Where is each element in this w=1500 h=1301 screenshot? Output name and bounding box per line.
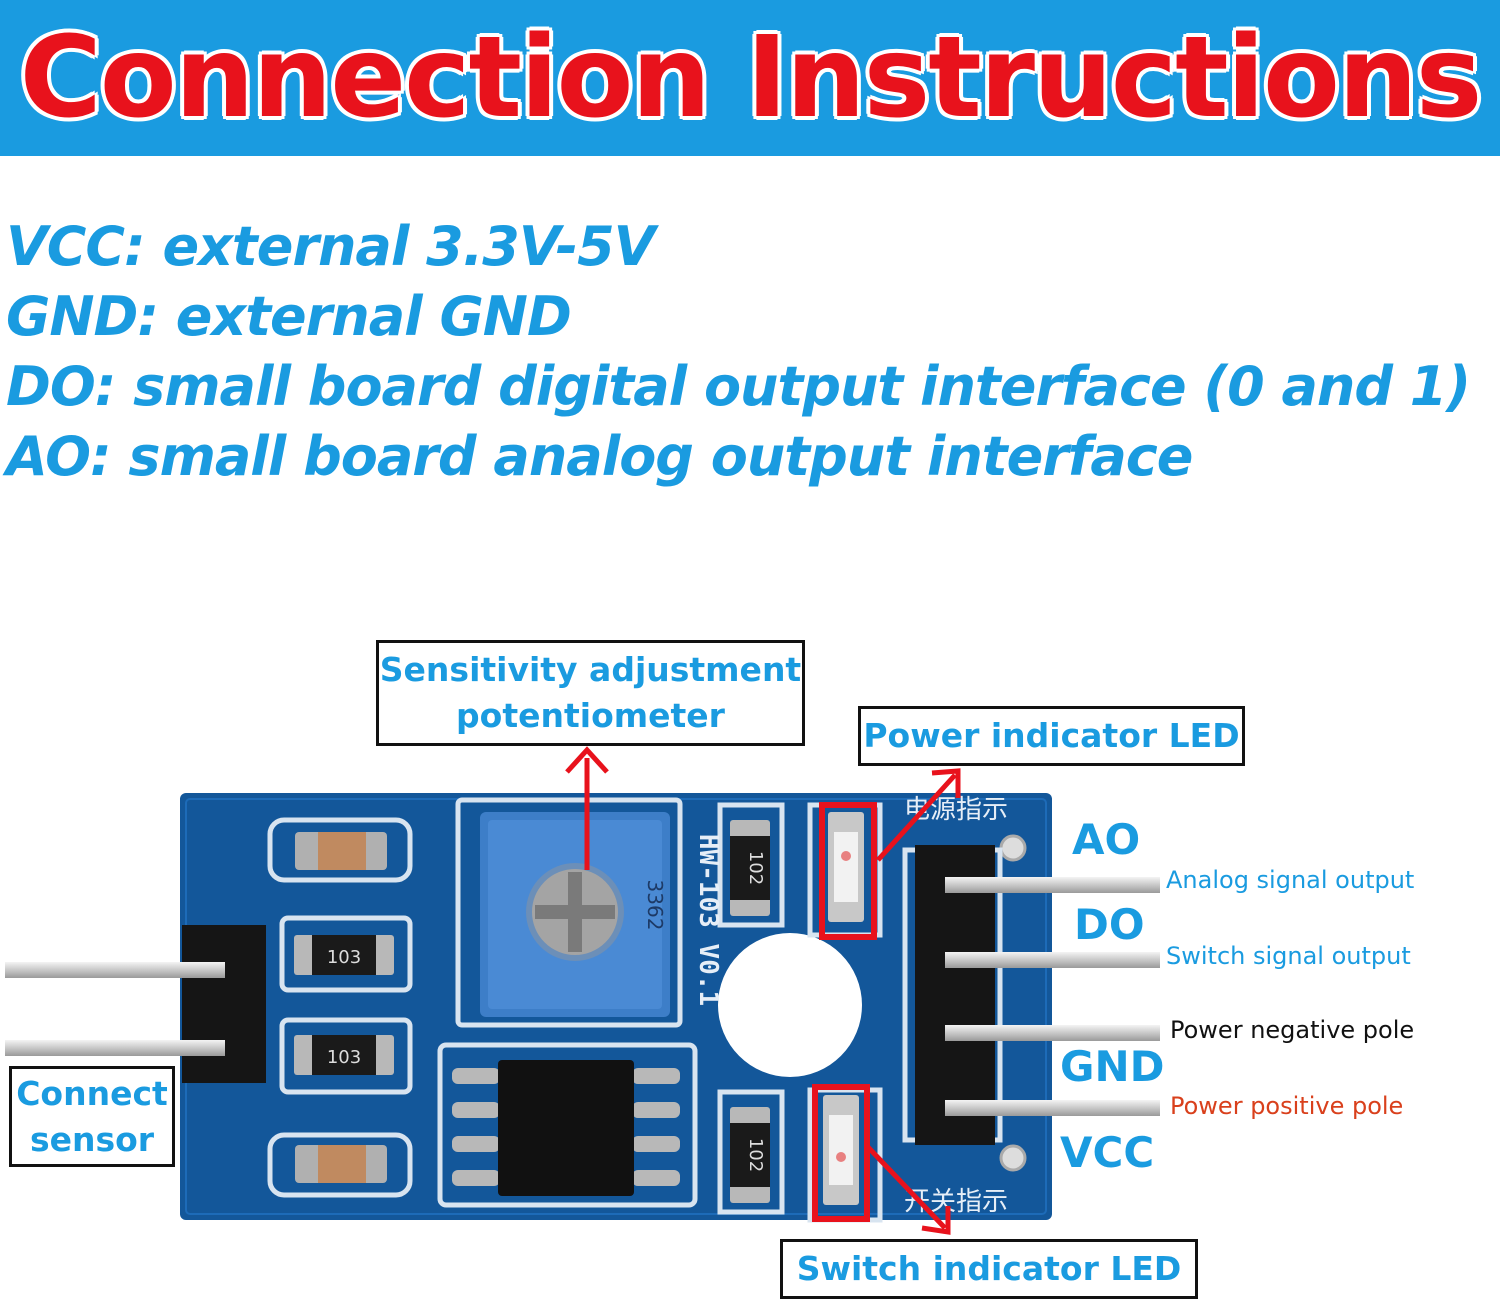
svg-text:102: 102: [745, 851, 766, 885]
switch-led: [823, 1095, 859, 1205]
capacitor-top: [295, 832, 387, 870]
pin-label-ao: AO: [1072, 815, 1141, 864]
svg-text:HW-103 V0.1: HW-103 V0.1: [693, 834, 723, 1006]
svg-text:103: 103: [327, 947, 361, 968]
svg-text:102: 102: [745, 1138, 766, 1172]
title-banner: [0, 0, 1500, 156]
switch-led-callout: Switch indicator LED: [780, 1239, 1198, 1299]
sensor-header: [5, 925, 266, 1083]
pin-desc-vcc: Power positive pole: [1170, 1092, 1404, 1120]
pin-label-vcc: VCC: [1060, 1128, 1155, 1177]
pin-desc-gnd: Power negative pole: [1170, 1016, 1415, 1044]
capacitor-bottom: [295, 1145, 387, 1183]
potentiometer-callout: Sensitivity adjustment potentiometer: [376, 640, 805, 746]
ic-chip: [452, 1060, 680, 1196]
pin-desc-do: Switch signal output: [1166, 942, 1411, 970]
power-led-callout: Power indicator LED: [858, 706, 1245, 766]
potentiometer-callout-line1: Sensitivity adjustment: [379, 650, 802, 689]
spec-vcc: VCC: external 3.3V-5V: [6, 215, 655, 278]
power-led-arrow: [876, 773, 957, 862]
mounting-hole: [718, 933, 862, 1077]
pin-desc-ao: Analog signal output: [1166, 866, 1415, 894]
spec-ao: AO: small board analog output interface: [6, 425, 1193, 488]
potentiometer: 3362: [480, 812, 670, 1017]
resistor-3: 102: [730, 820, 770, 916]
power-led-highlight: [819, 802, 877, 940]
page-title: Connection Instructions: [19, 13, 1483, 143]
svg-text:3362: 3362: [643, 880, 667, 931]
potentiometer-callout-line2: potentiometer: [456, 696, 725, 735]
spec-do: DO: small board digital output interface…: [6, 355, 1471, 418]
switch-led-arrow: [864, 1143, 947, 1230]
connect-sensor-line2: sensor: [29, 1120, 155, 1159]
resistor-1: 103: [294, 935, 394, 975]
resistor-2: 103: [294, 1035, 394, 1075]
power-led: [828, 812, 864, 922]
output-header: [915, 845, 1160, 1145]
switch-led-highlight: [812, 1084, 870, 1222]
spec-gnd: GND: external GND: [6, 285, 572, 348]
connect-sensor-line1: Connect: [16, 1074, 168, 1113]
connect-sensor-callout: Connect sensor: [9, 1066, 175, 1167]
pin-label-do: DO: [1074, 900, 1145, 949]
svg-text:103: 103: [327, 1047, 361, 1068]
resistor-4: 102: [730, 1107, 770, 1203]
silkscreen-top: 电源指示: [904, 795, 1008, 825]
pin-label-gnd: GND: [1060, 1042, 1165, 1091]
